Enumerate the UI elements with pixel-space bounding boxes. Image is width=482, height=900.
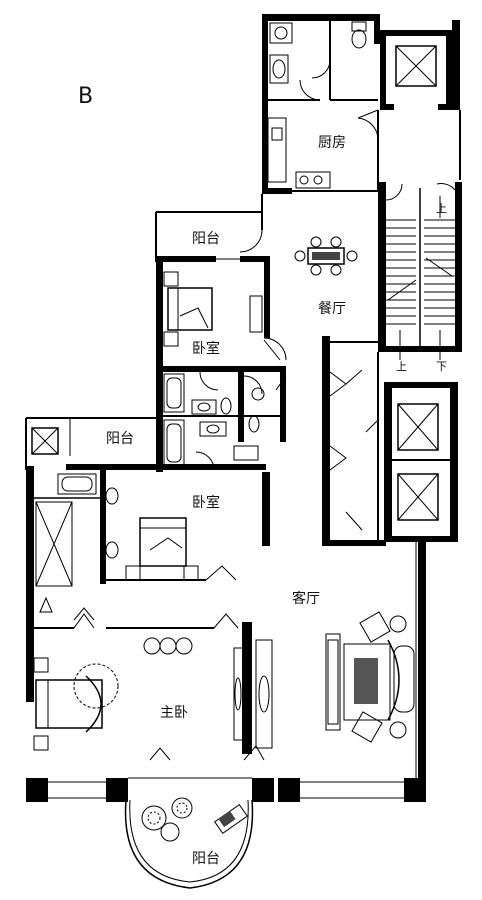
room-label-dining: 餐厅	[318, 301, 346, 317]
elevator-icon	[35, 501, 73, 587]
living-room: 客厅	[292, 542, 426, 792]
bed-icon	[139, 517, 187, 567]
elevator-icon	[397, 473, 439, 521]
sink-icon	[199, 421, 227, 437]
room-label-kitchen: 厨房	[318, 135, 346, 151]
room-label-bedroom-2: 卧室	[192, 494, 220, 511]
balcony-bottom: 阳台	[124, 797, 254, 889]
bathtub-icon	[163, 373, 185, 413]
lounge-chair-icon	[214, 803, 248, 835]
room-label-bedroom-1: 卧室	[192, 340, 220, 357]
elevator-core	[322, 336, 458, 546]
sink-icon	[269, 54, 289, 84]
toilet-icon	[220, 397, 260, 433]
master-bedroom: 主卧	[26, 613, 273, 761]
dining-area: 阳台 餐厅	[155, 194, 358, 317]
room-label-balcony-bottom: 阳台	[192, 851, 220, 867]
plant-icon	[141, 797, 193, 842]
balcony-mid: 阳台	[25, 417, 156, 470]
sink-icon	[191, 399, 217, 415]
elevator-icon	[31, 427, 59, 455]
bedroom-2: 卧室	[66, 464, 270, 584]
stair-label-up-top: 上	[436, 202, 447, 215]
sink-icon	[105, 487, 119, 559]
bed-icon	[35, 663, 119, 733]
sink-icon	[251, 387, 265, 401]
bathtub-icon	[163, 419, 185, 467]
bedroom-1: 卧室	[156, 256, 287, 366]
room-label-balcony-top: 阳台	[192, 231, 220, 247]
stove-icon	[299, 175, 323, 185]
dining-table-icon	[294, 236, 358, 276]
room-label-living: 客厅	[292, 590, 320, 607]
stairs-icon: 上 上 下	[378, 182, 462, 373]
bottom-wall	[26, 777, 426, 802]
left-bath	[26, 466, 100, 626]
elevator-icon	[397, 403, 439, 451]
bed-icon	[167, 287, 213, 331]
bathtub-icon	[57, 473, 97, 495]
middle-bathrooms	[156, 366, 287, 472]
elevator-icon	[395, 45, 437, 87]
stair-label-down: 下	[436, 360, 447, 373]
stair-label-up-bottom: 上	[396, 360, 407, 373]
kitchen-block: 厨房	[262, 14, 380, 194]
room-label-balcony-mid: 阳台	[106, 431, 134, 447]
unit-label: B	[78, 84, 93, 109]
room-label-master: 主卧	[160, 705, 188, 721]
elevator-top	[380, 20, 460, 110]
toilet-icon	[351, 21, 367, 49]
sofa-icon	[325, 611, 415, 743]
